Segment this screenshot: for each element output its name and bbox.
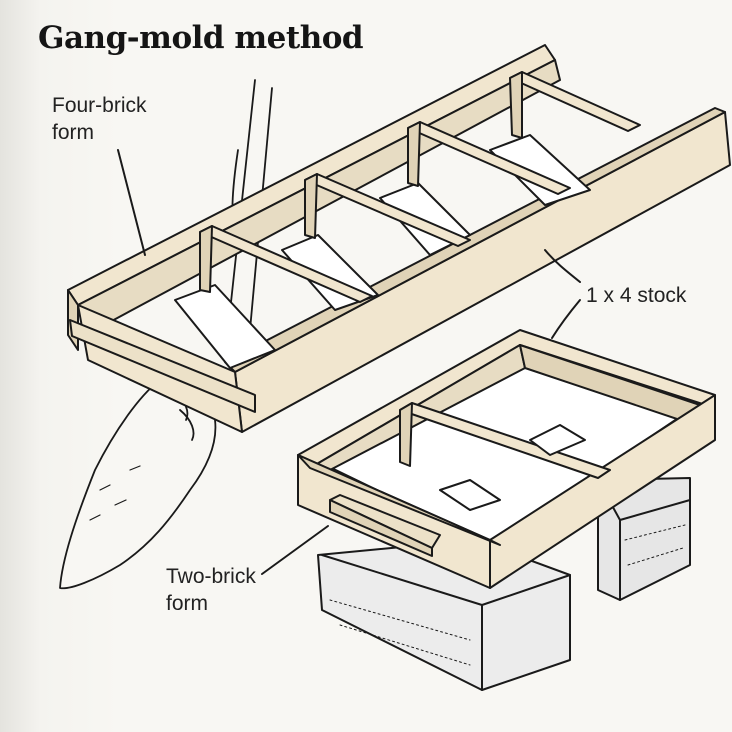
two-brick-label-line-2: form <box>166 592 208 615</box>
four-brick-label-line-2: form <box>52 121 94 144</box>
stock-label: 1 x 4 stock <box>586 284 687 307</box>
four-brick-label-line-1: Four-brick <box>52 94 147 117</box>
four-brick-form <box>67 44 731 433</box>
two-brick-form-label: Two-brick form <box>166 563 256 617</box>
diagram-title: Gang-mold method <box>38 20 364 56</box>
four-brick-form-label: Four-brick form <box>52 92 147 146</box>
two-brick-label-line-1: Two-brick <box>166 565 256 588</box>
leader-lines <box>117 149 581 575</box>
two-brick-form <box>297 329 716 589</box>
